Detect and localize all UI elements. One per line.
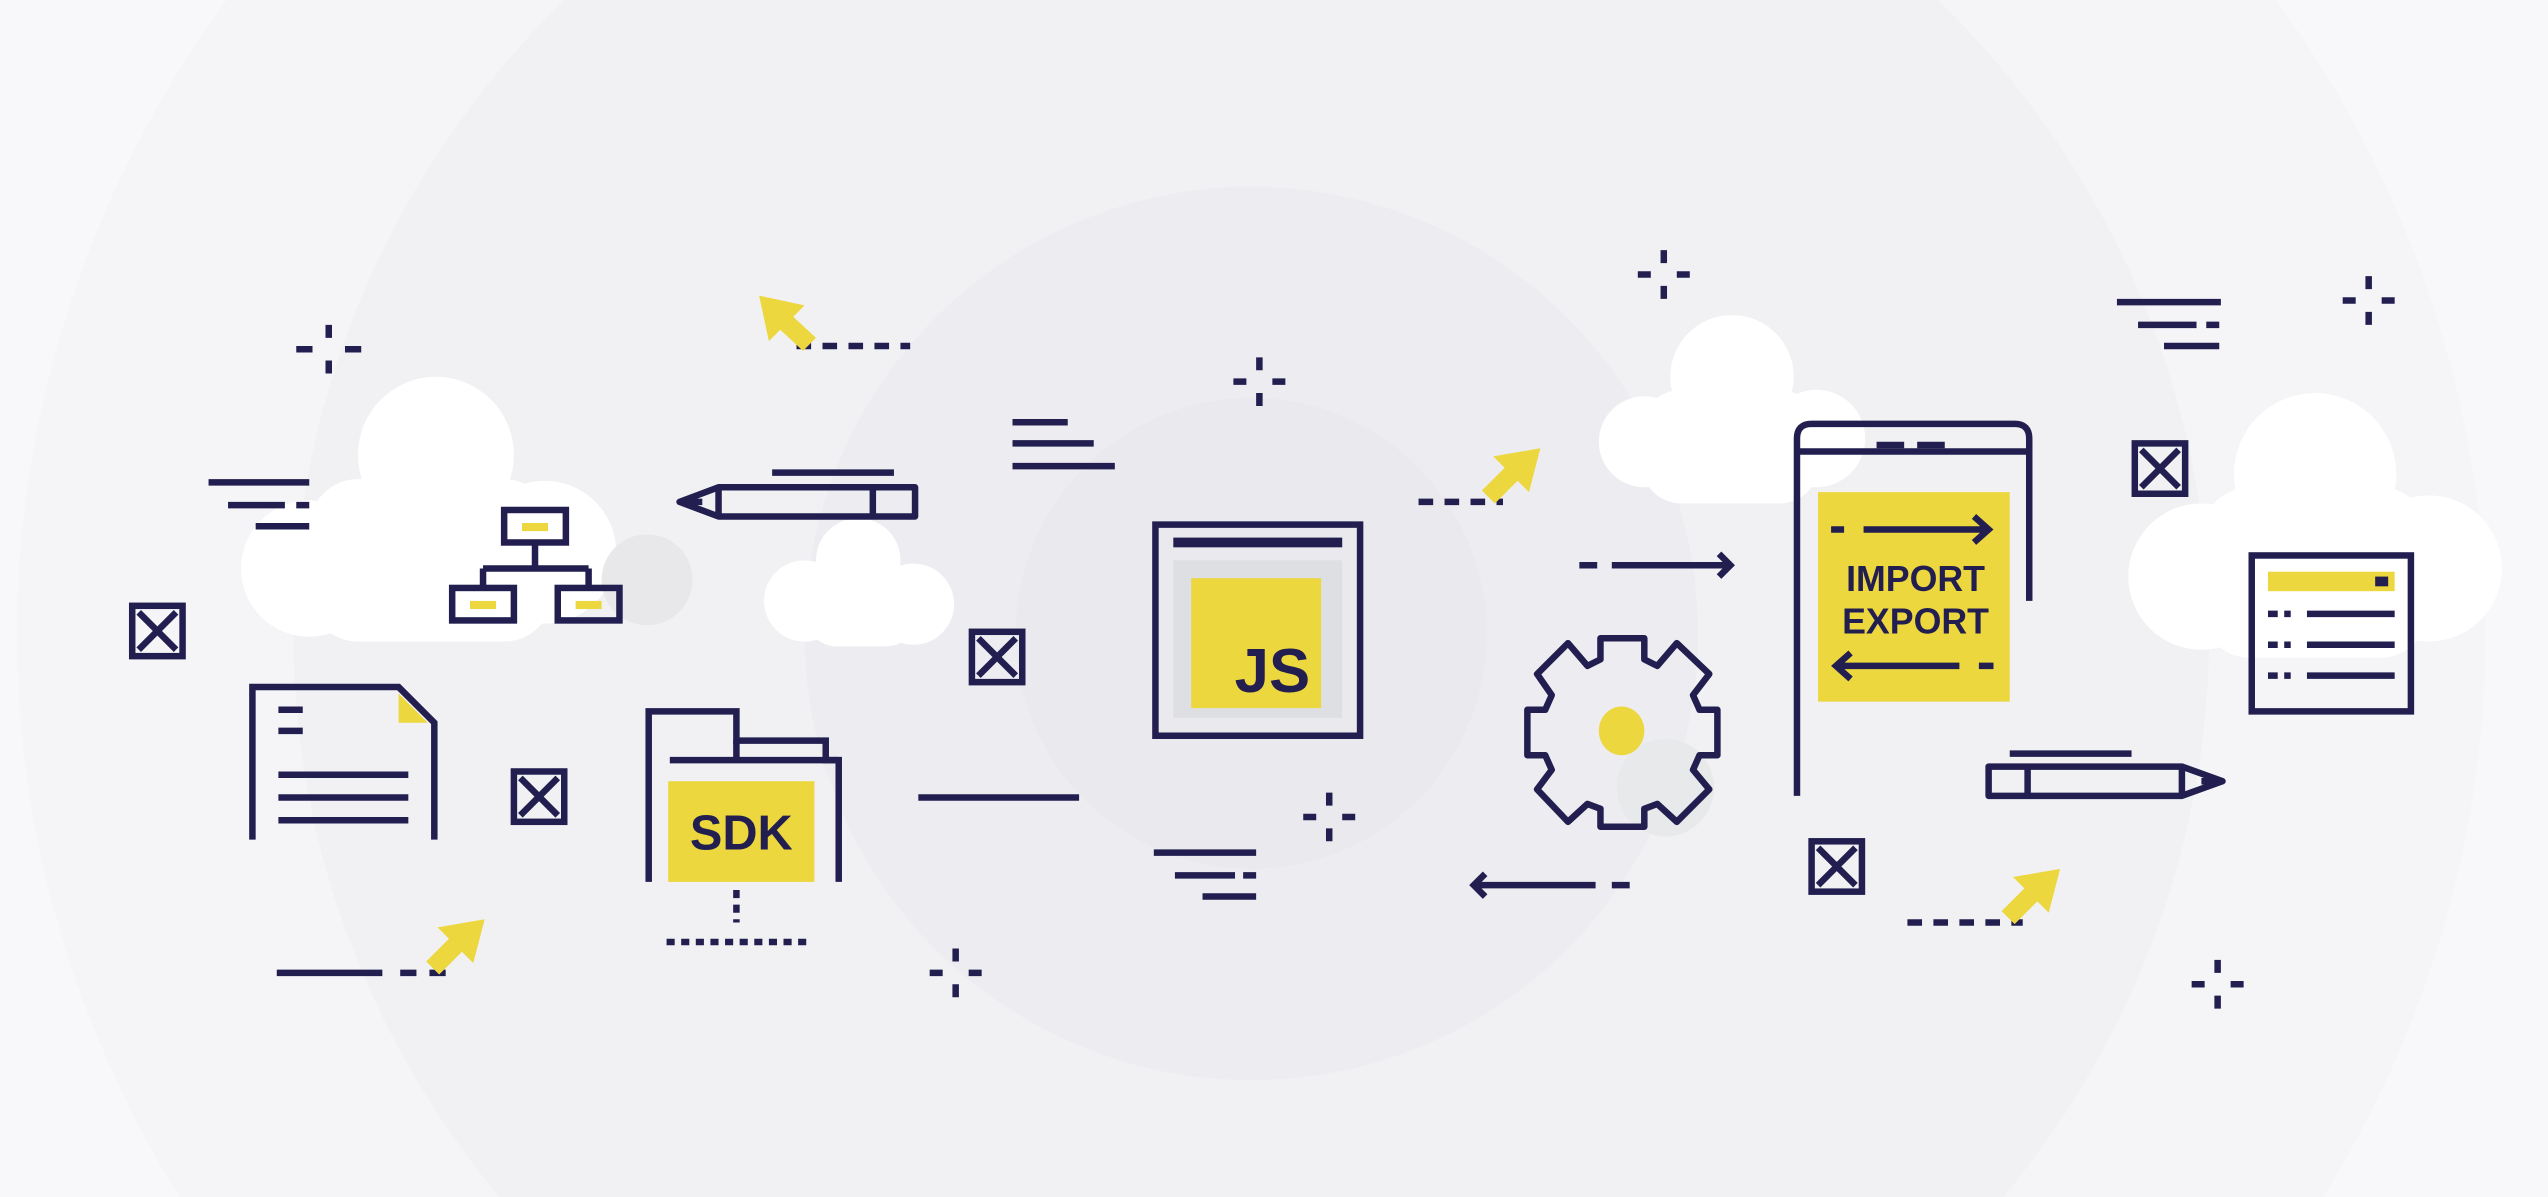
- x-box-icon: [968, 628, 1026, 686]
- cloud-small: [764, 518, 955, 647]
- connector-lines: [208, 298, 2221, 977]
- yellow-arrows: [426, 295, 2061, 975]
- x-box-icon: [1808, 838, 1866, 895]
- js-label: JS: [1235, 637, 1310, 706]
- x-box-icons: [128, 440, 2189, 895]
- js-window-icon: JS: [1152, 521, 1364, 739]
- sdk-folder-icon: SDK: [645, 708, 842, 946]
- x-box-icon: [128, 602, 186, 660]
- sdk-label: SDK: [690, 806, 793, 860]
- flowchart-icon: [448, 506, 623, 624]
- cloud-center-right: [1598, 315, 1866, 504]
- sparkle-icons: [296, 250, 2395, 1009]
- list-window-icon: [2248, 552, 2415, 715]
- pencil-right-icon: [1985, 750, 2226, 800]
- arrow-up-left-icon: [759, 295, 816, 351]
- export-label: EXPORT: [1842, 601, 1989, 641]
- gear-icon: [1524, 635, 1721, 837]
- arrow-up-right-icon: [1481, 448, 1541, 504]
- pencil-left-icon: [676, 469, 919, 520]
- import-export-icon: IMPORT EXPORT: [1793, 420, 2033, 796]
- arrow-up-right-icon: [426, 919, 485, 975]
- import-label: IMPORT: [1846, 559, 1985, 599]
- x-box-icon: [510, 768, 568, 826]
- arrow-up-right-icon: [2001, 868, 2061, 925]
- x-box-icon: [2131, 440, 2189, 497]
